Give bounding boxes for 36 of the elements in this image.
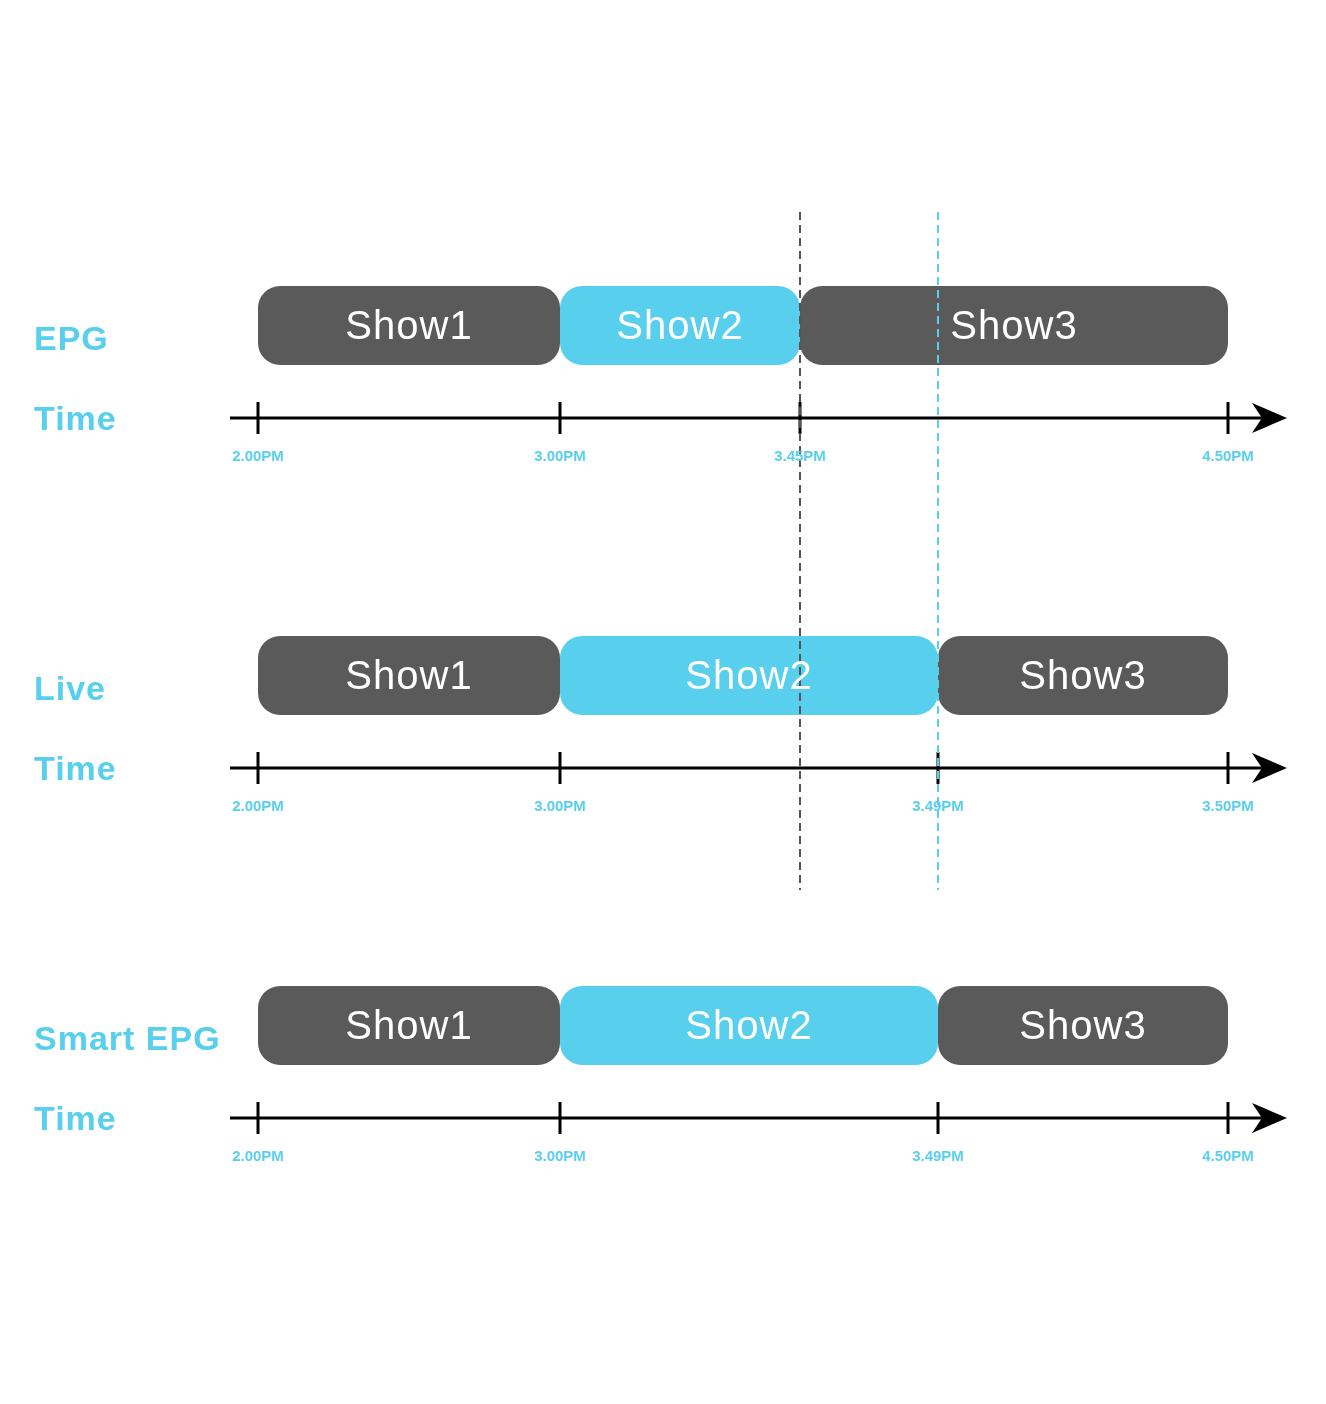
show-title: Show1 [345,653,473,698]
show-bar [800,286,1228,365]
show-bar [258,286,560,365]
tick-label: 3.45PM [774,447,826,464]
show-bar [560,286,800,365]
show-bar [560,636,938,715]
show-title: Show2 [685,653,813,698]
row-label: Smart EPG [34,1019,221,1058]
show-bar [938,636,1228,715]
tick-label: 3.49PM [912,1147,964,1164]
tick-label: 4.50PM [1202,447,1254,464]
axis-label: Time [34,749,117,788]
tick-label: 2.00PM [232,1147,284,1164]
tick-label: 3.00PM [534,447,586,464]
show-bar [938,986,1228,1065]
tick-label: 3.49PM [912,797,964,814]
show-title: Show3 [950,303,1078,348]
show-title: Show1 [345,1003,473,1048]
tick-label: 2.00PM [232,797,284,814]
tick-label: 3.50PM [1202,797,1254,814]
show-title: Show1 [345,303,473,348]
tick-label: 2.00PM [232,447,284,464]
axis-label: Time [34,1099,117,1138]
tick-label: 3.00PM [534,1147,586,1164]
tick-label: 3.00PM [534,797,586,814]
row-label: EPG [34,319,109,358]
show-title: Show3 [1019,1003,1147,1048]
show-bar [258,636,560,715]
row-label: Live [34,669,107,708]
show-title: Show2 [685,1003,813,1048]
show-title: Show3 [1019,653,1147,698]
show-bar [560,986,938,1065]
tick-label: 4.50PM [1202,1147,1254,1164]
axis-label: Time [34,399,117,438]
show-bar [258,986,560,1065]
show-title: Show2 [616,303,744,348]
